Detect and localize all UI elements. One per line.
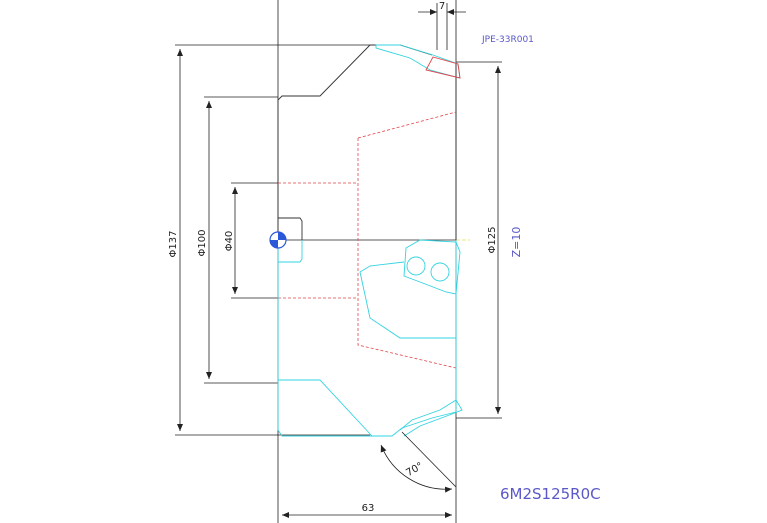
keyway-upper [278, 217, 303, 240]
lower-screw-1 [406, 256, 426, 276]
hidden-bore [278, 182, 358, 299]
dia125-label: Φ125 [487, 227, 498, 254]
width-dimension-label: 63 [362, 503, 375, 514]
angle-label: 70° [404, 461, 425, 479]
keyway-lower [278, 240, 303, 263]
lower-insert-seat [399, 399, 463, 437]
upper-body-outline [277, 44, 433, 240]
teeth-count-label: Z=10 [510, 227, 523, 258]
insert-code-label: JPE-33R001 [481, 35, 534, 45]
chip-pocket [359, 261, 456, 339]
dia40-label: Φ40 [224, 231, 235, 252]
lower-body-outline [277, 240, 457, 437]
lower-screw-2 [430, 262, 450, 282]
offset-dimension-label: 7 [439, 1, 445, 12]
angle-arc [380, 444, 453, 493]
lower-chamfer [278, 379, 373, 437]
center-mark-q3 [270, 240, 278, 248]
lower-insert-pocket [403, 239, 461, 295]
dia100-label: Φ100 [197, 230, 208, 257]
dia137-label: Φ137 [168, 231, 179, 258]
upper-insert [425, 56, 461, 79]
center-mark-q1 [278, 232, 286, 240]
hidden-cavity [357, 111, 457, 369]
model-label: 6M2S125R0C [500, 485, 601, 503]
